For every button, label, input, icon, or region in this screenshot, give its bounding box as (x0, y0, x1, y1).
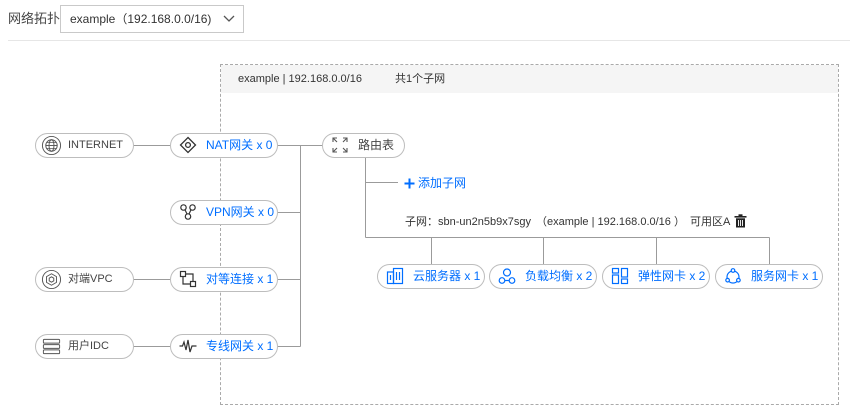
subnet-zone: 可用区A (689, 216, 731, 228)
vpc-label: example | 192.168.0.0/16 (238, 73, 362, 85)
trash-icon[interactable] (734, 214, 747, 228)
vpc-container: example | 192.168.0.0/16 共1个子网 (220, 64, 839, 405)
server-rack-icon (41, 336, 62, 357)
direct-connect-gateway-icon (179, 337, 197, 355)
node-elastic-nic[interactable]: 弹性网卡 x 2 (602, 264, 710, 289)
peering-connection-icon (179, 270, 197, 288)
vpc-select-value: example（192.168.0.0/16) (70, 12, 212, 26)
plus-icon (404, 178, 415, 188)
page-title: 网络拓扑 (8, 11, 61, 26)
load-balancer-label[interactable]: 负载均衡 x 2 (525, 269, 593, 283)
node-load-balancer[interactable]: 负载均衡 x 2 (489, 264, 597, 289)
subnet-name: 子网：sbn-un2n5b9x7sgy (405, 216, 531, 228)
node-user-idc-label: 用户IDC (68, 340, 109, 352)
node-peering-connection[interactable]: 对等连接 x 1 (170, 267, 278, 292)
node-service-nic[interactable]: 服务网卡 x 1 (715, 264, 823, 289)
subnet-count: 共1个子网 (395, 73, 446, 85)
peer-vpc-icon (41, 269, 62, 290)
node-direct-connect-gateway[interactable]: 专线网关 x 1 (170, 334, 278, 359)
vpn-gateway-label[interactable]: VPN网关 x 0 (206, 205, 275, 219)
elastic-nic-icon (611, 267, 629, 285)
service-nic-label[interactable]: 服务网卡 x 1 (751, 269, 819, 283)
node-peer-vpc: 对端VPC (35, 267, 134, 292)
nat-gateway-label[interactable]: NAT网关 x 0 (206, 138, 273, 152)
vpc-select-dropdown[interactable]: example（192.168.0.0/16) (60, 5, 244, 33)
subnet-vpc-info: （example | 192.168.0.0/16 ） (535, 216, 685, 228)
node-route-table[interactable]: 路由表 (322, 133, 405, 158)
peering-connection-label[interactable]: 对等连接 x 1 (206, 272, 274, 286)
node-internet-label: INTERNET (68, 139, 123, 151)
route-table-icon (331, 136, 349, 154)
node-peer-vpc-label: 对端VPC (68, 273, 113, 285)
vpc-header: example | 192.168.0.0/16 共1个子网 (221, 65, 838, 93)
vpn-gateway-icon (179, 203, 197, 221)
load-balancer-icon (498, 267, 516, 285)
node-nat-gateway[interactable]: NAT网关 x 0 (170, 133, 278, 158)
subnet-info: 子网：sbn-un2n5b9x7sgy （example | 192.168.0… (405, 213, 747, 229)
node-user-idc: 用户IDC (35, 334, 134, 359)
cloud-server-icon (386, 267, 404, 285)
add-subnet-button[interactable]: 添加子网 (404, 175, 466, 191)
node-internet: INTERNET (35, 133, 134, 158)
globe-icon (41, 135, 62, 156)
nat-gateway-icon (179, 136, 197, 154)
route-table-label: 路由表 (358, 138, 395, 152)
cloud-server-label[interactable]: 云服务器 x 1 (413, 269, 481, 283)
add-subnet-label[interactable]: 添加子网 (418, 176, 467, 190)
node-cloud-server[interactable]: 云服务器 x 1 (377, 264, 485, 289)
direct-connect-gateway-label[interactable]: 专线网关 x 1 (206, 339, 274, 353)
service-nic-icon (724, 267, 742, 285)
header-divider (8, 40, 850, 41)
chevron-down-icon (223, 15, 235, 22)
node-vpn-gateway[interactable]: VPN网关 x 0 (170, 200, 278, 225)
elastic-nic-label[interactable]: 弹性网卡 x 2 (638, 269, 706, 283)
